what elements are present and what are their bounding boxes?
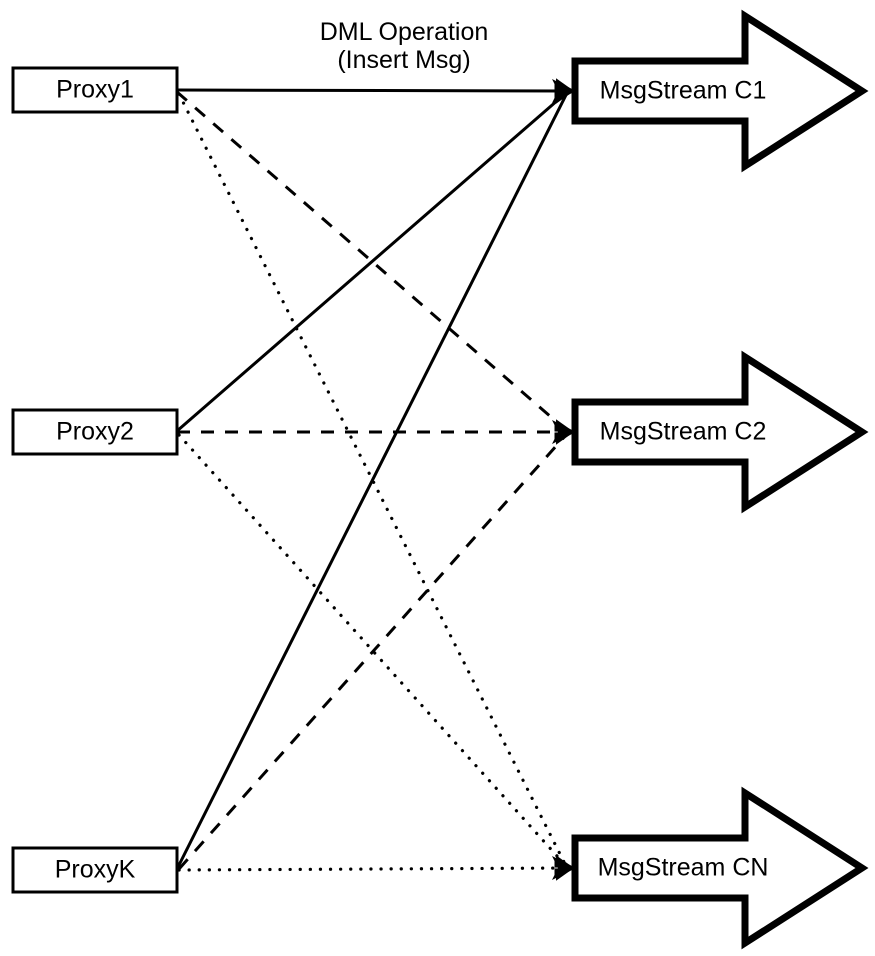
stream-label-msgstream_cn: MsgStream CN — [598, 854, 769, 882]
stream-label-msgstream_c2: MsgStream C2 — [600, 418, 767, 446]
proxy-box-proxy2[interactable] — [11, 408, 179, 456]
streams-layer: MsgStream C1 MsgStream C2 MsgStream CN — [571, 9, 869, 950]
proxy-label-proxy1: Proxy1 — [56, 76, 134, 104]
arrowheads-layer — [552, 78, 576, 881]
proxy-node-proxy2[interactable]: Proxy2 — [11, 408, 179, 456]
arrowhead-barb-1 — [554, 432, 574, 441]
link-proxyK-c2 — [177, 434, 568, 870]
stream-arrow-shape-msgstream_c1[interactable] — [571, 9, 869, 173]
arrowhead-barb-3 — [556, 855, 574, 868]
stream-node-msgstream_c1[interactable]: MsgStream C1 — [571, 9, 869, 173]
arrowhead-barb-0 — [556, 91, 574, 104]
stream-node-msgstream_cn[interactable]: MsgStream CN — [571, 786, 869, 950]
edge-label-dml-operation: DML Operation (Insert Msg) — [320, 18, 489, 74]
arrowhead-barb-3 — [556, 419, 574, 432]
arrowhead-barb-1 — [554, 868, 574, 877]
proxy-node-proxyK[interactable]: ProxyK — [11, 846, 179, 894]
proxy-box-proxyK[interactable] — [11, 846, 179, 894]
proxy-label-proxyK: ProxyK — [55, 856, 136, 884]
edge-label-line-1: DML Operation — [320, 18, 489, 46]
stream-node-msgstream_c2[interactable]: MsgStream C2 — [571, 350, 869, 514]
proxy-node-proxy1[interactable]: Proxy1 — [11, 66, 179, 114]
edge-label-line-2: (Insert Msg) — [337, 46, 470, 74]
link-proxy2-c1 — [176, 91, 567, 433]
proxy-box-proxy1[interactable] — [11, 66, 179, 114]
stream-label-msgstream_c1: MsgStream C1 — [600, 77, 767, 105]
stream-arrow-shape-msgstream_c2[interactable] — [571, 350, 869, 514]
proxy-label-proxy2: Proxy2 — [56, 418, 134, 446]
arrowhead-head-c2 — [552, 419, 576, 445]
arrowhead-head-cn — [552, 855, 576, 881]
arrowhead-barb-3 — [556, 78, 574, 91]
arrowhead-head-c1 — [552, 78, 576, 104]
link-proxyK-cn — [177, 866, 568, 872]
stream-arrow-shape-msgstream_cn[interactable] — [571, 786, 869, 950]
links-layer — [175, 88, 568, 872]
arrowhead-barb-1 — [554, 91, 574, 100]
arrowhead-barb-0 — [556, 868, 574, 881]
link-proxyK-c1 — [175, 94, 568, 870]
arrowhead-barb-0 — [556, 432, 574, 445]
link-proxy1-c1 — [176, 88, 567, 93]
